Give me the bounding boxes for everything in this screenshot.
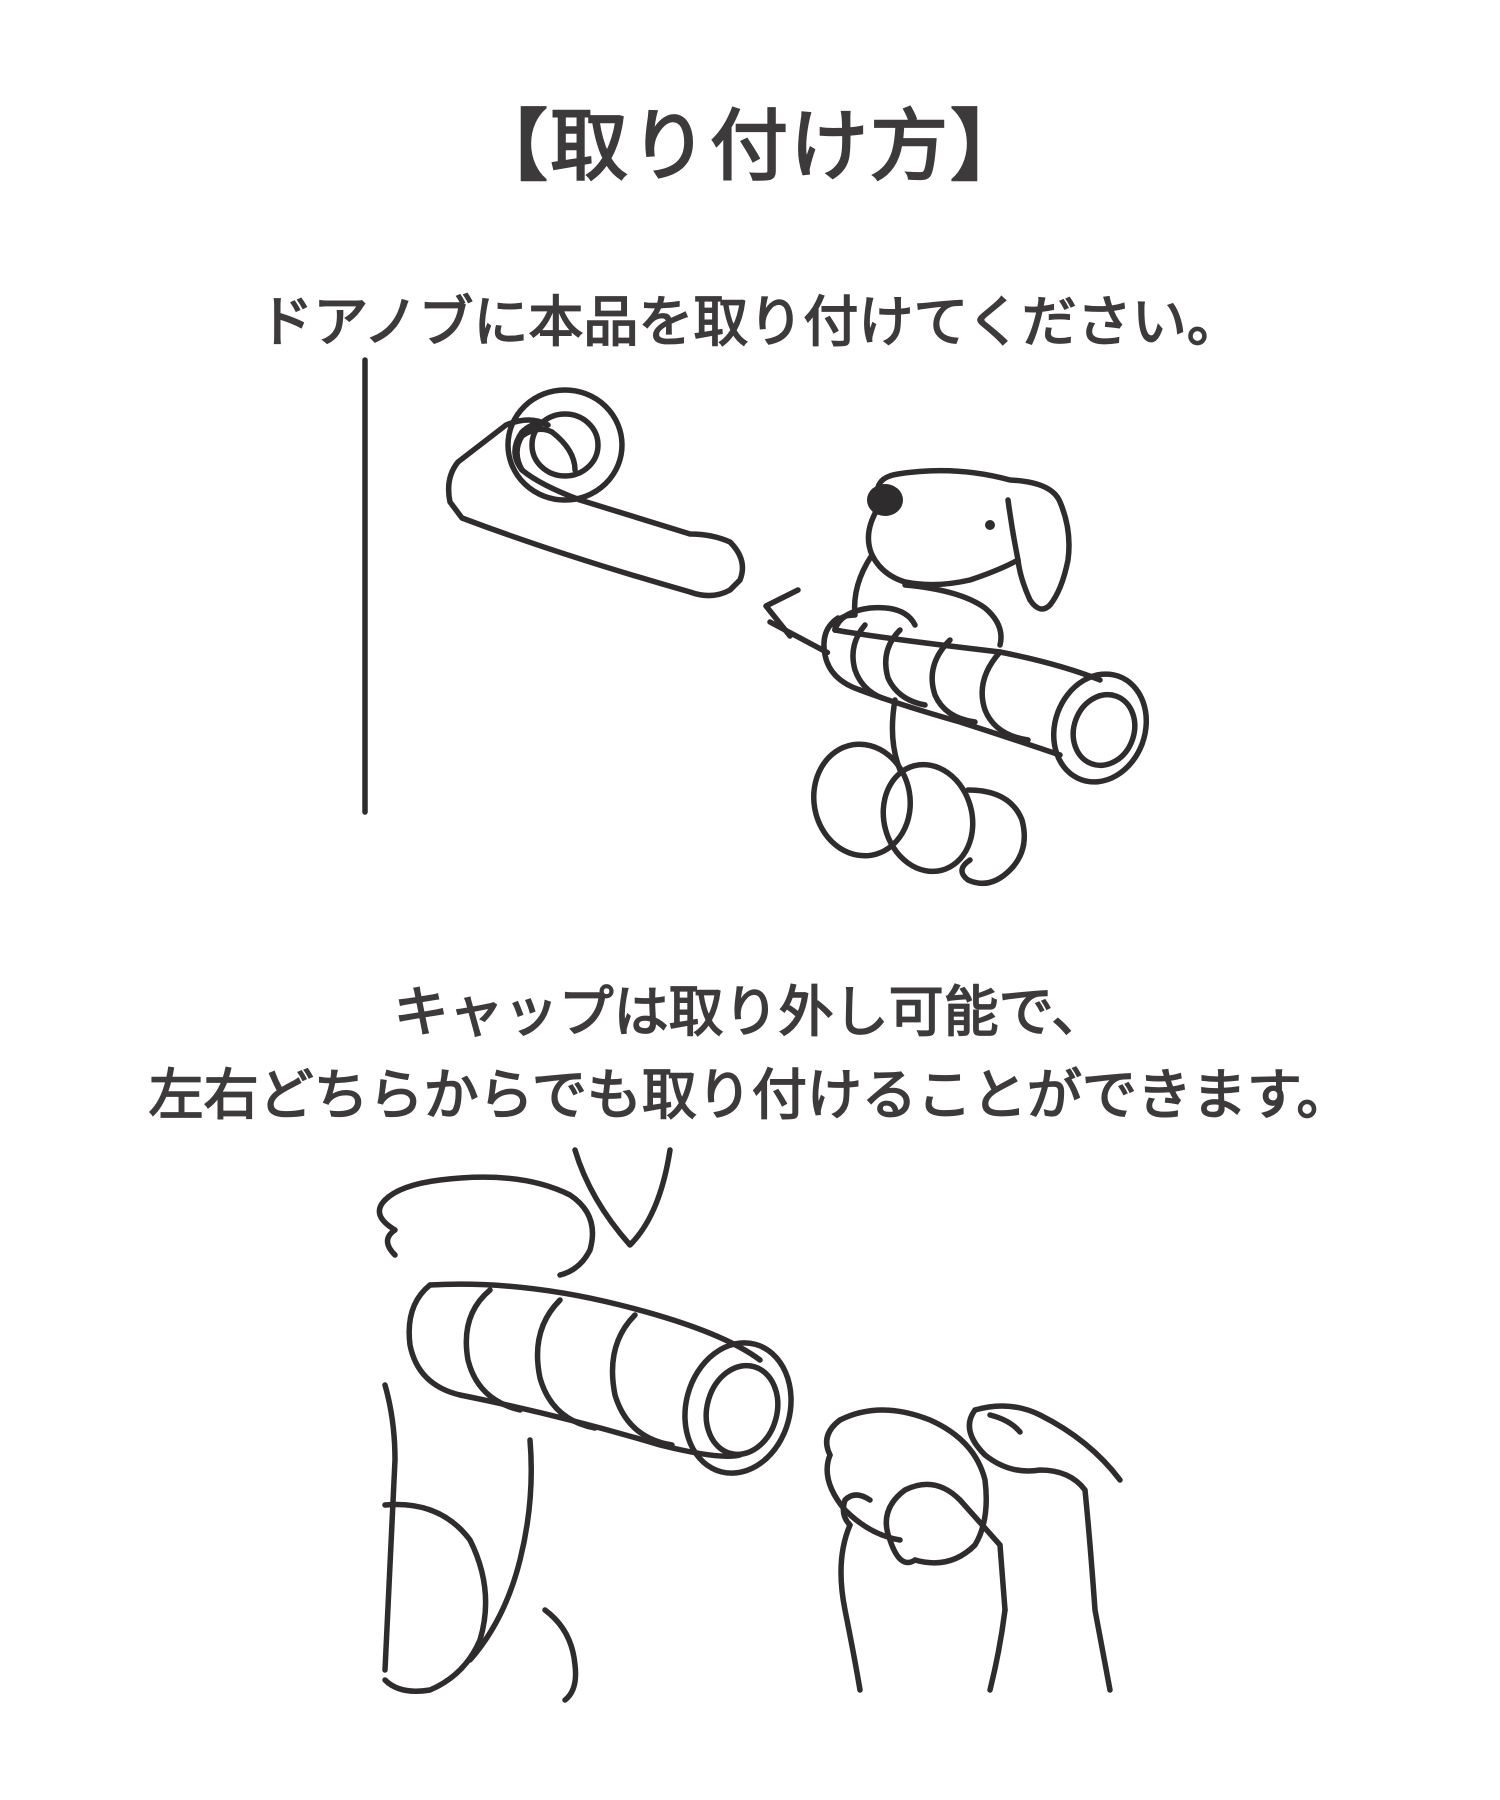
dog-guard-icon [810,467,1150,887]
page-title: 【取り付け方】 [469,102,1030,192]
insert-arrow-icon [763,587,831,656]
step1-caption: ドアノブに本品を取り付けてください。 [258,290,1242,354]
door-lever-icon [445,387,746,599]
step2-caption-line1: キャップは取り外し可能で、 [393,980,1107,1044]
step2-caption-line2: 左右どちらからでも取り付けることができます。 [148,1063,1352,1127]
cap-detail-icon [376,1147,1123,1703]
